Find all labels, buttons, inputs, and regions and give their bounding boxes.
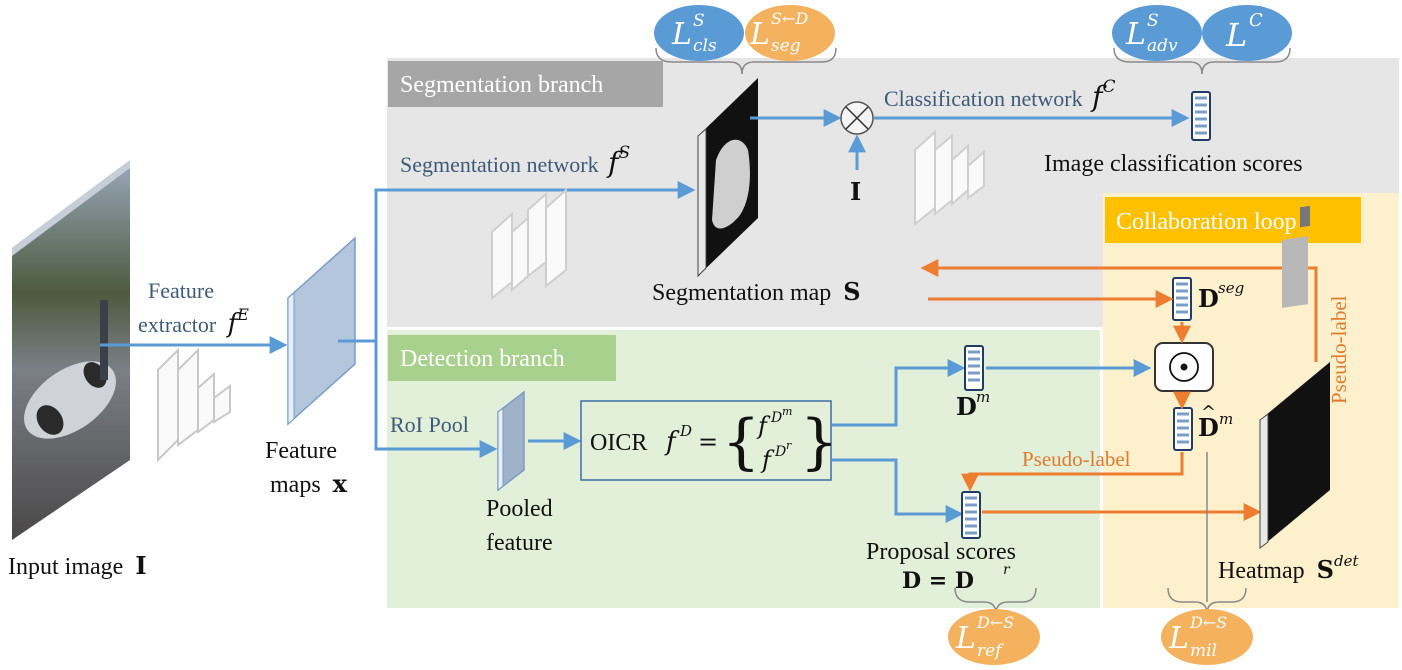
image-classification-scores-label: Image classification scores bbox=[1044, 151, 1303, 177]
oicr-box: OICR f D = { f D m f D r } bbox=[580, 400, 838, 481]
pooled-feature-label-line2: feature bbox=[486, 530, 553, 556]
dm-score-vector bbox=[964, 345, 984, 391]
feature-maps-block bbox=[287, 236, 356, 426]
collaboration-loop-label: Collaboration loop bbox=[1116, 209, 1297, 235]
arrow-features-to-segmentation bbox=[338, 181, 696, 343]
loss-bubble-cls-s: L S cls bbox=[654, 5, 744, 61]
loss-bubble-seg-sd: L S←D seg bbox=[745, 5, 835, 61]
feature-extractor-label-line2: extractor fE bbox=[138, 305, 249, 339]
detection-branch-title: Detection branch bbox=[388, 335, 616, 381]
arrow-heatmap-to-segmap bbox=[920, 259, 1318, 362]
pseudo-label-vertical: Pseudo-label bbox=[1327, 295, 1351, 404]
svg-text:S←D: S←D bbox=[771, 9, 808, 28]
svg-text:ref: ref bbox=[977, 641, 1004, 661]
svg-text:C: C bbox=[1249, 10, 1263, 31]
svg-text:{: { bbox=[722, 407, 760, 477]
arrow-oicr-to-dm bbox=[832, 359, 966, 427]
svg-text:L: L bbox=[1168, 621, 1189, 656]
collaboration-loop-region bbox=[1103, 193, 1399, 608]
dseg-label-sup: seg bbox=[1218, 279, 1244, 297]
svg-text:D←S: D←S bbox=[1189, 613, 1227, 632]
classification-score-vector bbox=[1191, 91, 1211, 141]
svg-text:D: D bbox=[679, 422, 692, 440]
svg-text:r: r bbox=[786, 439, 792, 452]
dm-label: D bbox=[956, 392, 977, 421]
dhat-m-label: D bbox=[1198, 413, 1219, 442]
dseg-label: D bbox=[1198, 284, 1219, 313]
segmentation-network-label: Segmentation network fS bbox=[400, 143, 630, 179]
svg-text:L: L bbox=[749, 17, 770, 52]
pooled-feature-block bbox=[497, 390, 525, 492]
svg-text:D: D bbox=[770, 410, 782, 426]
svg-text:D: D bbox=[774, 444, 786, 460]
roi-pool-label: RoI Pool bbox=[390, 412, 469, 437]
proposal-eq-label: D = D bbox=[902, 568, 974, 594]
feature-maps-label-line1: Feature bbox=[265, 438, 337, 464]
svg-text:m: m bbox=[782, 405, 792, 418]
dhat-m-score-vector bbox=[1173, 407, 1193, 451]
loss-bubble-adv-s: L S adv bbox=[1112, 5, 1202, 61]
image-input-symbol: I bbox=[850, 177, 861, 206]
classification-network-icon bbox=[914, 129, 985, 227]
segmentation-network-icon bbox=[491, 187, 567, 301]
brace-top-left bbox=[655, 47, 837, 75]
input-image bbox=[12, 160, 130, 540]
segmentation-branch-label: Segmentation branch bbox=[400, 72, 603, 98]
extractor-network-icon bbox=[157, 347, 231, 463]
heatmap-label: Heatmap Sdet bbox=[1218, 552, 1359, 584]
arrow-features-to-roipool bbox=[374, 341, 498, 458]
heatmap-block bbox=[1259, 205, 1330, 549]
oicr-label: OICR bbox=[590, 430, 647, 456]
input-image-label: Input image I bbox=[8, 551, 147, 580]
arrow-oicr-to-proposal bbox=[832, 458, 964, 523]
brace-top-right bbox=[1113, 47, 1291, 75]
svg-text:S: S bbox=[693, 11, 705, 31]
svg-text:D←S: D←S bbox=[976, 613, 1014, 632]
svg-text:mil: mil bbox=[1190, 641, 1217, 661]
svg-text:L: L bbox=[671, 17, 692, 52]
feature-extractor-label-line1: Feature bbox=[148, 278, 214, 303]
arrow-dhat-to-proposal bbox=[961, 452, 1184, 492]
svg-text:cls: cls bbox=[693, 36, 717, 56]
svg-text:L: L bbox=[955, 621, 976, 656]
dseg-score-vector bbox=[1172, 277, 1192, 321]
svg-text:L: L bbox=[1225, 16, 1247, 54]
svg-text:seg: seg bbox=[771, 36, 801, 56]
svg-text:adv: adv bbox=[1147, 36, 1178, 56]
loss-bubble-mil-ds: L D←S mil bbox=[1161, 609, 1253, 665]
svg-text:}: } bbox=[800, 407, 838, 477]
pooled-feature-label-line1: Pooled bbox=[486, 496, 553, 522]
collaboration-loop-title: Collaboration loop bbox=[1105, 197, 1361, 243]
svg-text:=: = bbox=[698, 428, 718, 456]
loss-bubble-c: L C bbox=[1202, 5, 1292, 61]
proposal-scores-label: Proposal scores bbox=[866, 539, 1016, 565]
segmentation-map-block bbox=[697, 78, 758, 278]
svg-text:L: L bbox=[1125, 17, 1146, 52]
dhat-m-label-sup: m bbox=[1219, 410, 1233, 428]
svg-text:S: S bbox=[1147, 11, 1159, 31]
loss-bubble-ref-ds: L D←S ref bbox=[948, 609, 1040, 665]
dm-label-sup: m bbox=[976, 388, 990, 406]
proposal-score-vector bbox=[961, 491, 981, 539]
segmentation-map-label: Segmentation map S bbox=[652, 277, 861, 306]
feature-maps-label-line2: maps x bbox=[270, 469, 348, 498]
detection-branch-label: Detection branch bbox=[400, 346, 565, 372]
proposal-eq-sup: r bbox=[1003, 562, 1011, 578]
pseudo-label-horizontal: Pseudo-label bbox=[1022, 447, 1131, 471]
segmentation-branch-title: Segmentation branch bbox=[388, 61, 663, 107]
svg-text:^: ^ bbox=[1201, 402, 1216, 423]
